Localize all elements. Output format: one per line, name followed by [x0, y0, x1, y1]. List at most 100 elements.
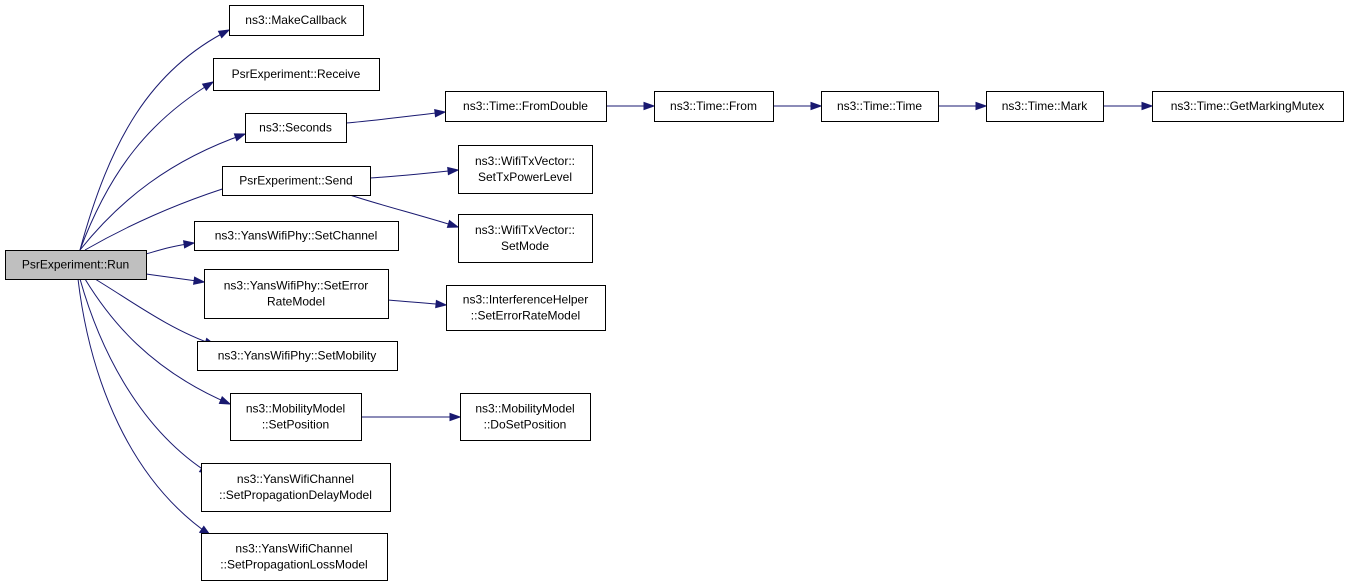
edge-time-to-mark: [938, 101, 988, 111]
edge-fromdouble-to-from: [606, 101, 656, 111]
node-label: ns3::Time::Time: [837, 99, 922, 113]
edge-run-to-setposition: [84, 278, 232, 405]
arrowhead-icon: [435, 299, 448, 309]
node-label: ns3::Time::Mark: [1002, 99, 1089, 113]
edge-line: [349, 194, 459, 228]
edge-line: [84, 278, 231, 405]
edge-line: [369, 169, 459, 179]
node-box: [222, 166, 371, 196]
edge-line: [77, 278, 211, 536]
node-setchannel[interactable]: ns3::YansWifiPhy::SetChannel: [194, 221, 399, 251]
node-box: [245, 113, 347, 143]
node-label: ns3::Time::GetMarkingMutex: [1171, 99, 1325, 113]
edge-line: [79, 278, 211, 475]
node-label: ns3::InterferenceHelper: [463, 293, 588, 307]
arrowhead-icon: [975, 101, 988, 111]
edge-line: [84, 184, 236, 251]
edge-from-to-time: [773, 101, 823, 111]
node-setmobility[interactable]: ns3::YansWifiPhy::SetMobility: [197, 341, 398, 371]
node-dosetposition[interactable]: ns3::MobilityModel::DoSetPosition: [460, 393, 591, 441]
edge-run-to-setmobility: [94, 278, 217, 346]
node-label: ns3::YansWifiChannel: [235, 542, 352, 556]
node-setposition[interactable]: ns3::MobilityModel::SetPosition: [230, 393, 362, 441]
node-label: PsrExperiment::Send: [239, 174, 352, 188]
arrowhead-icon: [446, 219, 460, 228]
node-setmode[interactable]: ns3::WifiTxVector::SetMode: [458, 214, 593, 263]
node-setpropdelay[interactable]: ns3::YansWifiChannel::SetPropagationDela…: [201, 463, 391, 512]
node-label: ::SetPosition: [262, 418, 329, 432]
edge-run-to-receive: [79, 81, 215, 251]
node-time[interactable]: ns3::Time::Time: [821, 91, 939, 122]
node-fromdouble[interactable]: ns3::Time::FromDouble: [445, 91, 607, 122]
node-box: [230, 393, 362, 441]
edge-mark-to-getmarkingmutex: [1103, 101, 1154, 111]
edge-seterm-to-ihseterm: [387, 299, 448, 309]
node-label: ::SetPropagationDelayModel: [219, 488, 372, 502]
node-label: SetMode: [501, 239, 549, 253]
edge-send-to-settxpowerlevel: [369, 166, 460, 179]
node-box: [229, 5, 364, 36]
node-label: ns3::MakeCallback: [245, 13, 347, 27]
edge-seconds-to-fromdouble: [345, 108, 447, 124]
node-makecallback[interactable]: ns3::MakeCallback: [229, 5, 364, 36]
node-box: [458, 145, 593, 194]
node-label: ns3::WifiTxVector::: [475, 154, 575, 168]
edge-line: [94, 278, 216, 346]
edge-line: [79, 133, 246, 251]
node-box: [458, 214, 593, 263]
node-box: [213, 58, 380, 91]
node-label: ::DoSetPosition: [484, 418, 567, 432]
arrowhead-icon: [810, 101, 823, 111]
arrowhead-icon: [449, 412, 462, 422]
node-label: ns3::Seconds: [259, 121, 332, 135]
edge-line: [79, 81, 214, 251]
edge-run-to-setproploss: [77, 278, 212, 536]
arrowhead-icon: [643, 101, 656, 111]
node-box: [204, 269, 389, 319]
arrowhead-icon: [193, 276, 206, 285]
node-run[interactable]: PsrExperiment::Run: [5, 250, 147, 280]
arrowhead-icon: [201, 81, 215, 92]
node-box: [197, 341, 398, 371]
node-label: PsrExperiment::Run: [22, 258, 129, 272]
arrowhead-icon: [218, 395, 232, 405]
node-label: ns3::Time::FromDouble: [463, 99, 588, 113]
node-from[interactable]: ns3::Time::From: [654, 91, 774, 122]
node-mark[interactable]: ns3::Time::Mark: [986, 91, 1104, 122]
nodes-layer: PsrExperiment::Run ns3::MakeCallbackPsrEx…: [5, 5, 1344, 581]
node-settxpowerlevel[interactable]: ns3::WifiTxVector::SetTxPowerLevel: [458, 145, 593, 194]
arrowhead-icon: [434, 108, 447, 118]
node-label: PsrExperiment::Receive: [232, 67, 361, 81]
edge-run-to-seconds: [79, 133, 247, 251]
node-receive[interactable]: PsrExperiment::Receive: [213, 58, 380, 91]
node-box: [654, 91, 774, 122]
node-label: ::SetErrorRateModel: [471, 309, 580, 323]
node-label: ns3::YansWifiPhy::SetMobility: [218, 349, 377, 363]
arrowhead-icon: [447, 166, 460, 176]
node-box: [1152, 91, 1344, 122]
node-label: ns3::MobilityModel: [246, 402, 345, 416]
node-seconds[interactable]: ns3::Seconds: [245, 113, 347, 143]
node-box: [460, 393, 591, 441]
node-label: ::SetPropagationLossModel: [220, 558, 367, 572]
node-label: ns3::WifiTxVector::: [475, 223, 575, 237]
edge-run-to-makecallback: [79, 29, 231, 251]
arrowhead-icon: [217, 29, 231, 39]
node-label: ns3::MobilityModel: [475, 402, 574, 416]
node-label: ns3::YansWifiChannel: [237, 472, 354, 486]
node-setproploss[interactable]: ns3::YansWifiChannel::SetPropagationLoss…: [201, 533, 388, 581]
node-box: [194, 221, 399, 251]
arrowhead-icon: [233, 133, 247, 142]
node-seterm[interactable]: ns3::YansWifiPhy::SetErrorRateModel: [204, 269, 389, 319]
node-getmarkingmutex[interactable]: ns3::Time::GetMarkingMutex: [1152, 91, 1344, 122]
node-box: [201, 533, 388, 581]
arrowhead-icon: [183, 240, 196, 249]
node-send[interactable]: PsrExperiment::Send: [222, 166, 371, 196]
node-label: ns3::Time::From: [670, 99, 757, 113]
arrowhead-icon: [1141, 101, 1154, 111]
node-label: ns3::YansWifiPhy::SetChannel: [215, 229, 378, 243]
node-label: SetTxPowerLevel: [478, 170, 572, 184]
node-ihseterm[interactable]: ns3::InterferenceHelper::SetErrorRateMod…: [446, 285, 606, 331]
edge-line: [79, 29, 230, 251]
